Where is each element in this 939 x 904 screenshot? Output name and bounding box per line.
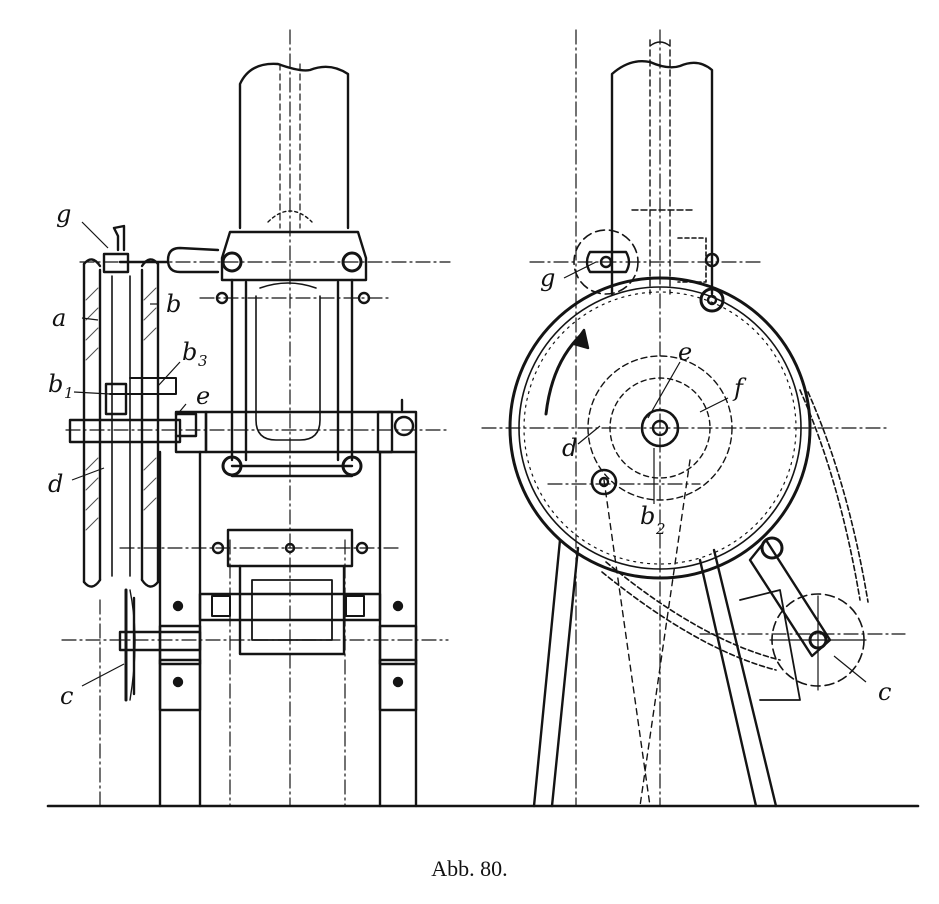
right-elevation-view xyxy=(481,29,906,808)
figure-caption: Abb. 80. xyxy=(431,856,508,881)
label-c-right: c xyxy=(878,678,891,706)
label-d-left: d xyxy=(48,470,63,498)
left-view-labels: g a b b 1 b 3 e d c xyxy=(48,200,210,710)
label-d-right: d xyxy=(562,434,577,462)
label-b3-sub-left: 3 xyxy=(198,352,208,370)
label-e-right: e xyxy=(678,338,692,366)
label-e-left: e xyxy=(196,382,210,410)
label-b2-sub-right: 2 xyxy=(655,520,666,538)
label-b2-right: b xyxy=(640,502,655,530)
label-b1-sub-left: 1 xyxy=(64,384,74,402)
left-elevation-view xyxy=(61,29,451,808)
label-b3-left: b xyxy=(182,338,197,366)
label-f-right: f xyxy=(732,374,747,402)
label-c-left: c xyxy=(60,682,73,710)
label-a-left: a xyxy=(52,304,66,332)
label-b1-left: b xyxy=(48,370,63,398)
label-g-left: g xyxy=(56,200,71,228)
label-b-left: b xyxy=(166,290,181,318)
label-g-right: g xyxy=(540,264,555,292)
